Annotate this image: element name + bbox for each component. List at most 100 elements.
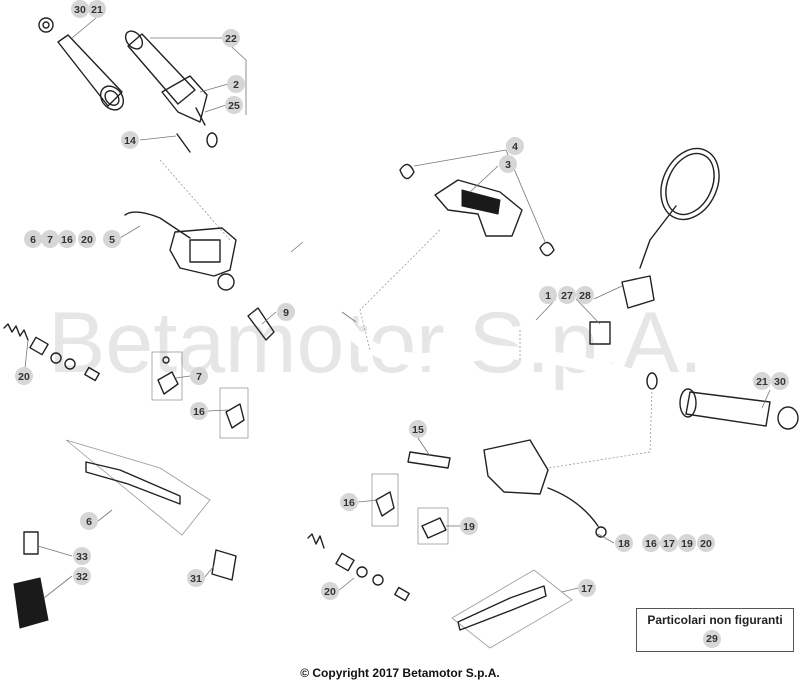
callout-number: 27 <box>561 290 573 302</box>
callout-number: 21 <box>756 376 768 388</box>
callout-number: 17 <box>581 583 593 595</box>
callout-circle <box>121 131 139 149</box>
callout-circle <box>660 534 678 552</box>
callout-c15: 15 <box>409 420 427 438</box>
callout-number: 16 <box>193 406 205 418</box>
callout-c20b: 20 <box>15 367 33 385</box>
document-card <box>23 531 39 555</box>
callout-circle <box>58 230 76 248</box>
callout-number: 25 <box>228 100 240 112</box>
callout-number: 21 <box>91 4 103 16</box>
callout-number: 15 <box>412 424 424 436</box>
callout-circle <box>321 582 339 600</box>
callout-number: 5 <box>109 234 115 246</box>
callout-circle <box>73 547 91 565</box>
callout-c22: 22 <box>222 29 240 47</box>
callout-c16a: 16 <box>58 230 76 248</box>
callout-circle <box>642 534 660 552</box>
reservoir-cover-kit-right <box>417 507 449 545</box>
brake-master-cylinder <box>483 439 607 538</box>
bar-end <box>247 307 275 341</box>
callout-number: 6 <box>86 516 92 528</box>
leader-lines <box>24 17 771 599</box>
callout-number: 20 <box>700 538 712 550</box>
callout-c17a: 17 <box>660 534 678 552</box>
throttle-tube <box>407 451 451 469</box>
callout-number: 22 <box>225 33 237 45</box>
callout-number: 33 <box>76 551 88 563</box>
callout-c4: 4 <box>506 137 524 155</box>
callout-number: 30 <box>74 4 86 16</box>
callout-number: 7 <box>196 371 202 383</box>
callout-number: 1 <box>545 290 551 302</box>
callout-c20a: 20 <box>78 230 96 248</box>
callout-number: 6 <box>30 234 36 246</box>
callout-number: 20 <box>324 586 336 598</box>
callout-number: 32 <box>76 571 88 583</box>
callout-circle <box>73 567 91 585</box>
callout-circle <box>753 372 771 390</box>
callout-circle <box>506 137 524 155</box>
callout-number: 9 <box>283 307 289 319</box>
callout-c3: 3 <box>499 155 517 173</box>
note-title: Particolari non figuranti <box>647 613 783 627</box>
callout-circle <box>190 367 208 385</box>
callout-c21b: 21 <box>753 372 771 390</box>
callout-number: 19 <box>463 521 475 533</box>
callout-c32: 32 <box>73 567 91 585</box>
spring-kit-left <box>3 323 100 382</box>
hardware-bag <box>211 549 237 581</box>
note-box: Particolari non figuranti 29 <box>636 608 794 652</box>
callout-circle <box>277 303 295 321</box>
callout-circle <box>460 517 478 535</box>
callout-c31: 31 <box>187 569 205 587</box>
left-grip <box>57 34 125 111</box>
callout-circle <box>88 0 106 18</box>
callout-number: 18 <box>618 538 630 550</box>
callout-circle <box>15 367 33 385</box>
callout-c5: 5 <box>103 230 121 248</box>
callout-circle <box>615 534 633 552</box>
clutch-lever-assembly <box>124 211 237 291</box>
callout-number: 7 <box>47 234 53 246</box>
callout-c33: 33 <box>73 547 91 565</box>
callout-c9: 9 <box>277 303 295 321</box>
callout-c2: 2 <box>227 75 245 93</box>
callout-circle <box>539 286 557 304</box>
callout-circle <box>187 569 205 587</box>
callout-c7a: 7 <box>41 230 59 248</box>
callout-c6b: 6 <box>80 512 98 530</box>
callout-circle <box>576 286 594 304</box>
copyright: © Copyright 2017 Betamotor S.p.A. <box>300 666 500 680</box>
callout-circle <box>678 534 696 552</box>
callout-c30a: 30 <box>71 0 89 18</box>
callout-circle <box>24 230 42 248</box>
callout-c6a: 6 <box>24 230 42 248</box>
note-number: 29 <box>703 630 721 648</box>
callout-circle <box>499 155 517 173</box>
callout-circle <box>225 96 243 114</box>
throttle-grip <box>124 30 208 126</box>
callout-circle <box>71 0 89 18</box>
mirror <box>589 147 720 345</box>
callout-circle <box>41 230 59 248</box>
callout-number: 16 <box>343 497 355 509</box>
callout-circle <box>103 230 121 248</box>
callout-circle <box>227 75 245 93</box>
callout-c18: 18 <box>615 534 633 552</box>
callout-c25: 25 <box>225 96 243 114</box>
clutch-lever-kit <box>65 439 211 536</box>
callout-c1: 1 <box>539 286 557 304</box>
callout-c16d: 16 <box>642 534 660 552</box>
callout-circle <box>578 579 596 597</box>
callout-c16b: 16 <box>190 402 208 420</box>
callout-c19a: 19 <box>460 517 478 535</box>
callout-c20d: 20 <box>321 582 339 600</box>
callout-circle <box>558 286 576 304</box>
callout-circle <box>409 420 427 438</box>
callout-number: 4 <box>512 141 518 153</box>
clamp-kit-center <box>371 473 399 527</box>
reservoir-cover-kit <box>151 351 183 401</box>
switch-clamp-assembly <box>399 163 555 257</box>
callout-number: 31 <box>190 573 202 585</box>
